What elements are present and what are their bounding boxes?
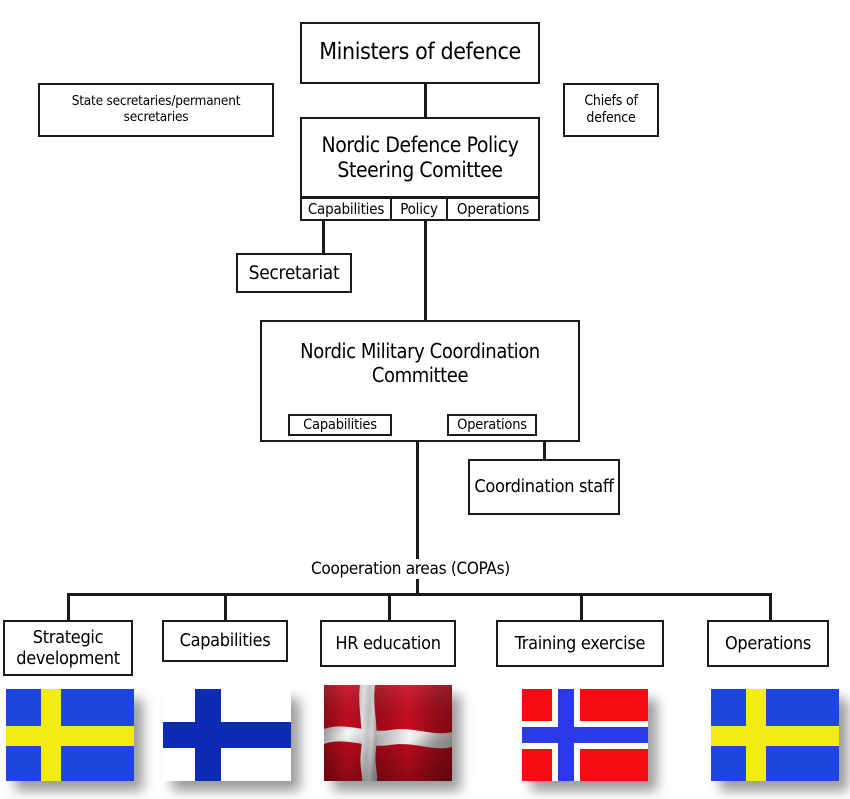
copa-drop-4 [580,593,583,621]
copa-box-operations[interactable]: Operations [707,620,829,667]
connector-ministers-to-steering [424,82,427,118]
connector-policy-to-military-coordination [424,220,427,322]
copa-label-training-exercise: Training exercise [514,632,646,654]
node-ministers-of-defence[interactable]: Ministers of defence [300,22,540,84]
node-state-secretaries[interactable]: State secretaries/permanent secretaries [38,83,274,137]
norway-vertical-blue [558,689,574,781]
node-chiefs-of-defence-label: Chiefs of defence [584,93,638,126]
flag-of-norway-training-exercise [522,689,657,791]
copa-caption: Cooperation areas (COPAs) [305,559,516,579]
node-state-secretaries-label: State secretaries/permanent secretaries [71,93,241,125]
copa-drop-5 [769,593,772,621]
flag-of-sweden-canvas [6,689,134,781]
norway-horizontal-blue [522,727,648,743]
node-secretariat-label: Secretariat [248,261,340,284]
tab-operations[interactable]: Operations [446,197,540,221]
connector-military-coordination-to-copas [416,440,419,595]
finland-vertical-bar [195,689,221,781]
copa-label-operations: Operations [724,632,812,654]
sweden-horizontal-bar [6,726,134,746]
flag-of-finland-capabilities [163,689,300,791]
tab-policy-label: Policy [400,200,438,218]
subgroup-operations-label: Operations [457,417,527,433]
sweden-vertical-bar [41,689,61,781]
finland-horizontal-bar [163,722,291,748]
copa-drop-2 [224,593,227,621]
node-coordination-staff-label: Coordination staff [474,476,614,498]
copa-label-strategic-development: Strategic development [16,626,120,669]
node-chiefs-of-defence[interactable]: Chiefs of defence [563,83,659,137]
tab-capabilities-label: Capabilities [307,200,385,218]
flag-of-finland-canvas [163,689,291,781]
flag-of-sweden-strategic-development [6,689,143,791]
copa-label-hr-education: HR education [335,632,441,654]
subgroup-capabilities[interactable]: Capabilities [288,414,392,436]
copa-box-training-exercise[interactable]: Training exercise [496,620,664,667]
connector-capabilities-to-secretariat [322,220,325,255]
node-coordination-staff[interactable]: Coordination staff [468,459,620,515]
copa-box-strategic-development[interactable]: Strategic development [3,620,133,676]
flag-of-denmark-canvas [324,685,452,781]
copa-caption-label: Cooperation areas (COPAs) [311,559,510,579]
copa-drop-3 [388,593,391,621]
copa-box-capabilities[interactable]: Capabilities [162,620,288,662]
node-secretariat[interactable]: Secretariat [236,253,352,293]
tab-capabilities[interactable]: Capabilities [300,197,392,221]
connector-operations-to-coordination-staff [543,440,546,460]
copa-box-hr-education[interactable]: HR education [320,620,456,667]
node-ministers-of-defence-label: Ministers of defence [319,39,521,66]
sweden-horizontal-bar [711,726,839,746]
copa-drop-1 [67,593,70,621]
denmark-waving-cross [324,685,452,781]
sweden-vertical-bar [746,689,766,781]
node-nordic-defence-policy-steering-committee[interactable]: Nordic Defence Policy Steering Comittee [300,117,540,198]
copa-label-capabilities: Capabilities [179,630,271,652]
node-steering-committee-label: Nordic Defence Policy Steering Comittee [321,132,519,182]
tab-policy[interactable]: Policy [390,197,448,221]
copa-horizontal-bus [67,593,772,596]
subgroup-operations[interactable]: Operations [447,414,537,436]
tab-operations-label: Operations [456,200,530,218]
flag-of-denmark-hr-education [324,685,461,791]
flag-of-sweden-operations [711,689,848,791]
node-military-coordination-label: Nordic Military Coordination Committee [300,339,540,387]
steering-committee-tab-row: Capabilities Policy Operations [300,197,540,221]
flag-of-norway-canvas [522,689,648,781]
subgroup-capabilities-label: Capabilities [303,417,377,433]
flag-of-sweden-canvas-2 [711,689,839,781]
